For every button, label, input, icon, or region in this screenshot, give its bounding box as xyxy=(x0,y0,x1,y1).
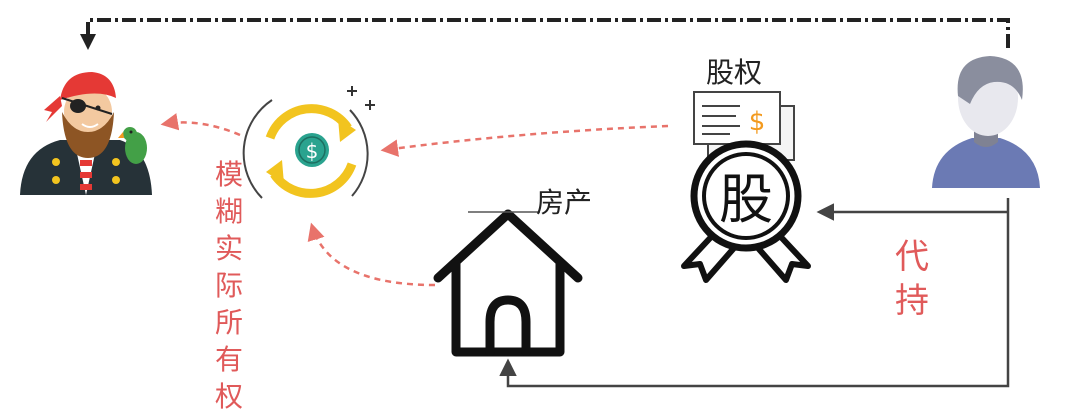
property-label: 房产 xyxy=(536,186,592,219)
share-certificate-icon: $ 股 xyxy=(681,91,811,283)
top-connector-arrowhead xyxy=(80,34,96,50)
vertical-char: 有 xyxy=(215,343,243,376)
vertical-char: 糊 xyxy=(215,195,243,228)
nominee-connector-line xyxy=(499,198,1010,388)
top-dashdot-connector xyxy=(86,18,1010,48)
pirate-avatar-icon xyxy=(20,72,152,195)
currency-exchange-icon: $ xyxy=(242,86,375,199)
vertical-char: 模 xyxy=(215,158,243,191)
equity-to-exchange-arrow xyxy=(380,124,669,157)
vertical-label-actual-ownership: 模 糊 实 际 所 有 权 xyxy=(215,158,243,411)
sparkle-icon xyxy=(347,86,375,110)
coin-currency-symbol: $ xyxy=(306,139,319,163)
card-currency-symbol: $ xyxy=(749,107,766,137)
property-to-exchange-arrow xyxy=(307,222,436,287)
vertical-char: 所 xyxy=(215,306,243,339)
vertical-char: 实 xyxy=(215,232,243,265)
exchange-to-pirate-arrow xyxy=(160,113,241,137)
house-icon xyxy=(433,209,583,357)
seal-character: 股 xyxy=(719,168,773,231)
vertical-char: 际 xyxy=(215,269,243,302)
equity-label: 股权 xyxy=(706,56,762,89)
vertical-char: 权 xyxy=(215,380,243,411)
nominee-label-char: 代持 xyxy=(895,237,929,321)
person-avatar-icon xyxy=(932,56,1040,188)
